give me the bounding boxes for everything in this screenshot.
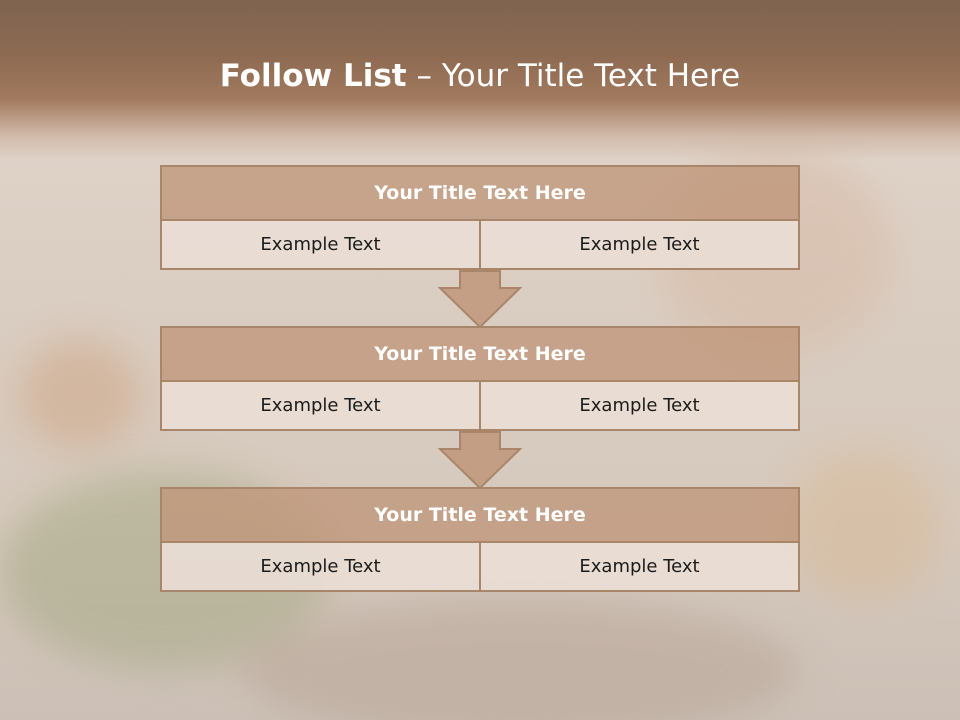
block-cell-left: Example Text [160, 543, 479, 592]
block-cell-right: Example Text [479, 382, 800, 431]
slide-title: Follow List – Your Title Text Here [0, 52, 960, 100]
block-title: Your Title Text Here [160, 165, 800, 221]
block-row: Example Text Example Text [160, 221, 800, 270]
slide-title-rest: Your Title Text Here [441, 58, 741, 94]
background-photo-board [240, 600, 800, 720]
slide-title-strong: Follow List [219, 58, 407, 94]
down-arrow-icon [438, 431, 522, 489]
block-cell-left: Example Text [160, 382, 479, 431]
block-cell-left: Example Text [160, 221, 479, 270]
block-title: Your Title Text Here [160, 487, 800, 543]
slide-title-separator: – [406, 58, 442, 94]
block-cell-right: Example Text [479, 543, 800, 592]
background-photo-dough [790, 450, 940, 600]
list-block-2: Your Title Text Here Example Text Exampl… [160, 326, 800, 431]
block-title: Your Title Text Here [160, 326, 800, 382]
list-block-1: Your Title Text Here Example Text Exampl… [160, 165, 800, 270]
list-block-3: Your Title Text Here Example Text Exampl… [160, 487, 800, 592]
block-row: Example Text Example Text [160, 543, 800, 592]
background-photo-egg [20, 340, 140, 450]
block-cell-right: Example Text [479, 221, 800, 270]
down-arrow-icon [438, 270, 522, 328]
header-band [0, 0, 960, 160]
block-row: Example Text Example Text [160, 382, 800, 431]
